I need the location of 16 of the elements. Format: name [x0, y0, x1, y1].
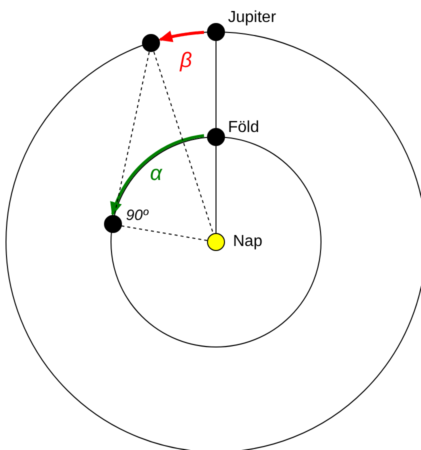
planet-dot	[142, 34, 160, 52]
dashed-line	[153, 51, 214, 234]
angle-label: 90º	[126, 208, 148, 223]
planet-dot	[104, 215, 122, 234]
body-label: Jupiter	[228, 10, 276, 26]
dashed-line	[120, 225, 208, 241]
body-label: Föld	[228, 120, 260, 136]
angle-label: α	[150, 163, 162, 184]
dashed-line	[114, 52, 150, 216]
curved-arrow	[110, 134, 204, 216]
curved-arrow	[158, 30, 204, 42]
angle-label: β	[180, 50, 192, 71]
body-label: Nap	[233, 234, 262, 250]
sun-dot	[207, 233, 225, 251]
planet-dot	[207, 128, 225, 146]
planet-dot	[207, 23, 225, 41]
